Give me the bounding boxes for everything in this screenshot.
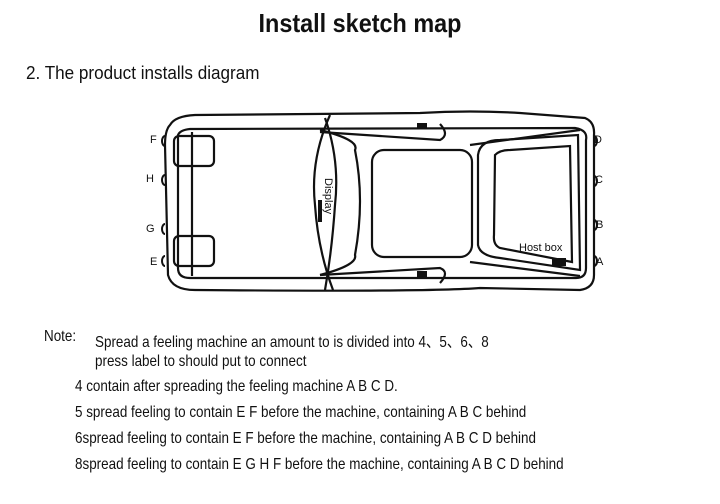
sensor-label-c: C xyxy=(595,174,603,186)
note-line: Spread a feeling machine an amount to is… xyxy=(95,334,489,351)
headlight-top xyxy=(172,134,216,168)
rear-window xyxy=(492,144,574,264)
sensor-label-h: H xyxy=(146,173,154,185)
host-box-label: Host box xyxy=(519,242,563,254)
note-line: 4 contain after spreading the feeling ma… xyxy=(75,378,398,395)
page-title: Install sketch map xyxy=(258,8,462,38)
note-line: press label to should put to connect xyxy=(95,353,307,370)
sensor-label-e: E xyxy=(150,256,158,268)
car-inner-outline xyxy=(176,126,588,280)
note-line: 6spread feeling to contain E F before th… xyxy=(75,430,536,447)
note-line: 8spread feeling to contain E G H F befor… xyxy=(75,456,564,473)
sensor-mount-top xyxy=(417,123,427,129)
note-line: 5 spread feeling to contain E F before t… xyxy=(75,404,527,421)
car-body-outline xyxy=(163,110,596,292)
display-label: Display xyxy=(322,178,334,215)
note-prefix: Note: xyxy=(44,328,77,345)
headlight-bottom xyxy=(172,234,216,268)
section-heading: 2. The product installs diagram xyxy=(26,63,260,83)
cabin-roof xyxy=(370,148,474,259)
sensor-label-a: A xyxy=(596,256,604,268)
windshield xyxy=(312,114,335,291)
sensor-label-f: F xyxy=(150,134,157,146)
host-box xyxy=(552,258,566,266)
display-unit xyxy=(318,200,322,222)
sensor-mount-bottom xyxy=(417,271,427,277)
sensor-label-g: G xyxy=(146,223,155,235)
sensor-label-d: D xyxy=(594,134,602,146)
sensor-label-b: B xyxy=(596,219,604,231)
